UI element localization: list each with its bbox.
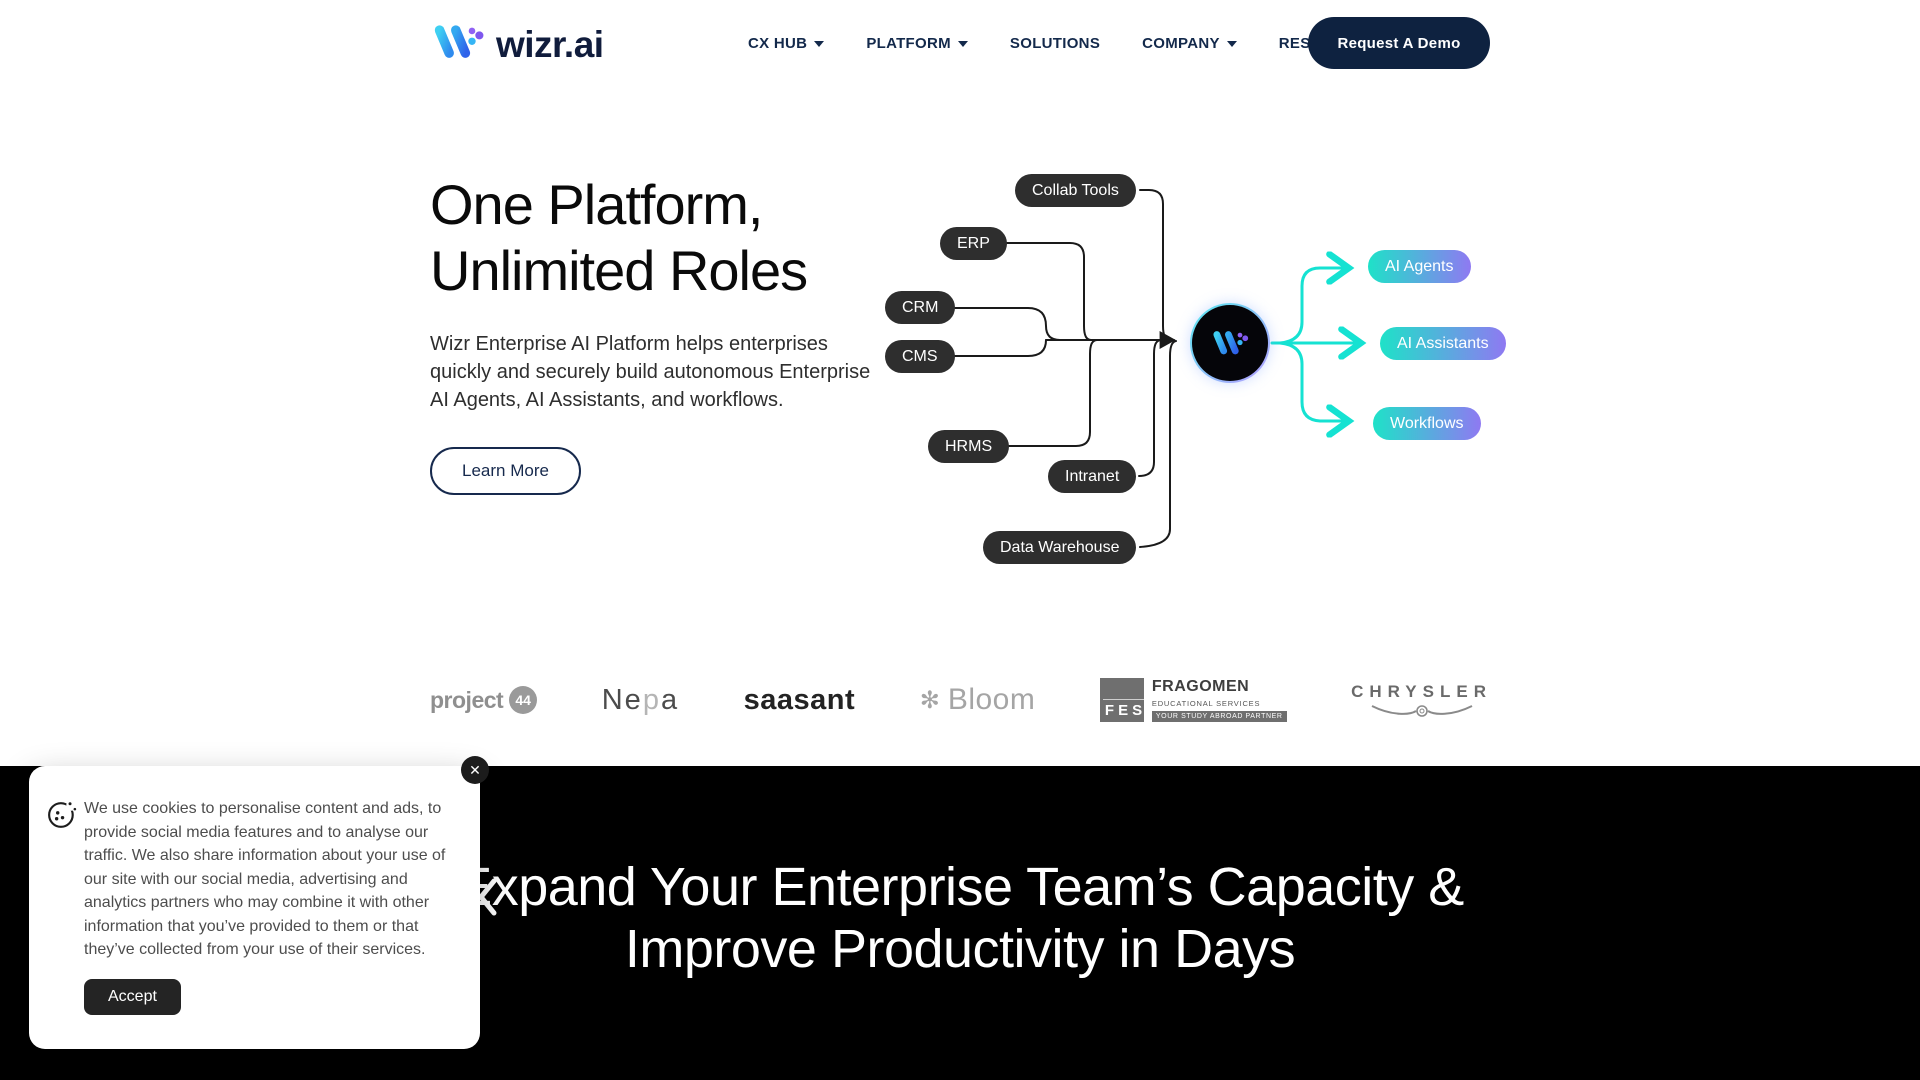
hero-title: One Platform, Unlimited Roles: [430, 173, 808, 302]
cookie-consent-dialog: ✕ We use cookies to personalise content …: [29, 756, 489, 1049]
carousel-prev-icon[interactable]: [472, 876, 502, 920]
nav-item-company[interactable]: COMPANY: [1142, 35, 1237, 52]
wizr-logo-icon: [1213, 331, 1249, 355]
logo-chrysler: CHRYSLER: [1351, 682, 1492, 718]
nav-item-platform[interactable]: PLATFORM: [866, 35, 968, 52]
diagram-node-erp: ERP: [940, 227, 1007, 260]
diagram-node-data-warehouse: Data Warehouse: [983, 531, 1137, 564]
integration-diagram: Collab Tools ERP CRM CMS HRMS Intranet D…: [860, 130, 1560, 610]
chevron-down-icon: [1226, 41, 1237, 47]
wizr-logo-icon: [430, 20, 486, 69]
diagram-node-cms: CMS: [885, 340, 955, 373]
diagram-node-workflows: Workflows: [1373, 407, 1481, 440]
section-title: Expand Your Enterprise Team’s Capacity &…: [456, 857, 1464, 979]
diagram-node-hrms: HRMS: [928, 430, 1010, 463]
nav-item-cx-hub[interactable]: CX HUB: [748, 35, 825, 52]
cookie-icon: [47, 800, 77, 835]
diagram-node-crm: CRM: [885, 291, 956, 324]
learn-more-button[interactable]: Learn More: [430, 447, 581, 495]
logo-saasant: saasant: [743, 683, 856, 716]
hero-description: Wizr Enterprise AI Platform helps enterp…: [430, 333, 871, 411]
diagram-node-ai-assistants: AI Assistants: [1380, 327, 1506, 360]
chrysler-wings-icon: [1371, 705, 1472, 717]
diagram-node-intranet: Intranet: [1048, 460, 1137, 493]
diagram-node-collab-tools: Collab Tools: [1015, 174, 1136, 207]
close-icon[interactable]: ✕: [461, 756, 489, 784]
accept-button[interactable]: Accept: [84, 979, 181, 1015]
request-demo-button[interactable]: Request A Demo: [1308, 17, 1490, 69]
chevron-down-icon: [814, 41, 825, 47]
flower-icon: ✻: [919, 686, 940, 714]
brand-name: wizr.ai: [496, 23, 604, 65]
chevron-down-icon: [957, 41, 968, 47]
diagram-node-ai-agents: AI Agents: [1368, 250, 1471, 283]
diagram-hub-wizr: [1190, 303, 1270, 383]
cookie-message: We use cookies to personalise content an…: [84, 800, 446, 958]
logo-bloom: ✻ Bloom: [919, 683, 1036, 716]
diagram-connectors: [953, 189, 1560, 548]
logo-project44: project 44: [430, 686, 538, 714]
brand-logo[interactable]: wizr.ai: [430, 20, 604, 69]
logo-nepa: Nepa: [601, 683, 680, 716]
main-nav: CX HUB PLATFORM SOLUTIONS COMPANY RESOUR…: [748, 0, 1394, 86]
nav-item-solutions[interactable]: SOLUTIONS: [1009, 34, 1101, 52]
